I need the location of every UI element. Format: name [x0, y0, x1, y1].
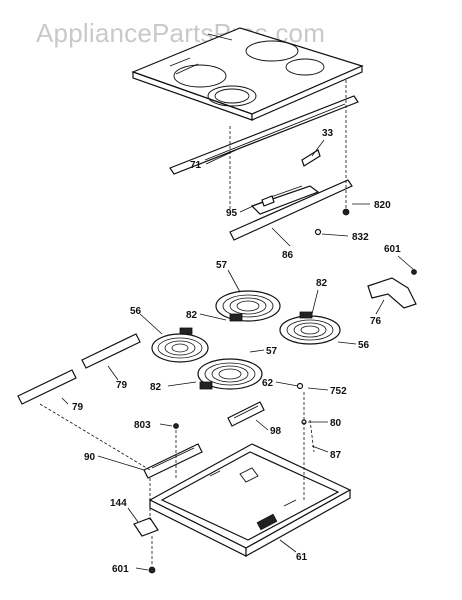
bracket-90	[143, 443, 203, 479]
cooktop-glass	[131, 27, 364, 121]
label-79-upper: 79	[116, 380, 128, 391]
label-87: 87	[330, 450, 342, 461]
label-820: 820	[374, 200, 391, 211]
screw-832	[314, 228, 322, 236]
label-82-low: 82	[150, 382, 162, 393]
label-752: 752	[330, 386, 347, 397]
screw-803	[173, 423, 179, 429]
shield-79-lower	[17, 369, 77, 405]
screw-95	[261, 195, 275, 207]
label-144: 144	[110, 498, 127, 509]
label-62: 62	[262, 378, 274, 389]
bottom-pan-61	[148, 443, 352, 558]
screw-601-bottom	[148, 566, 156, 574]
bracket-98	[227, 401, 265, 427]
label-82-left: 82	[186, 310, 198, 321]
surface-element-57-mid	[197, 358, 263, 390]
fastener-62	[296, 382, 304, 390]
front-trim-71	[169, 95, 359, 175]
label-57-top: 57	[216, 260, 228, 271]
clip-33	[301, 149, 321, 167]
label-56-right: 56	[358, 340, 370, 351]
surface-element-56-right	[279, 311, 341, 345]
label-71: 71	[190, 160, 202, 171]
clip-144	[133, 517, 159, 537]
label-601-top: 601	[384, 244, 401, 255]
bracket-86	[229, 179, 353, 241]
surface-element-57-top	[215, 290, 281, 322]
label-86: 86	[282, 250, 294, 261]
surface-element-56-left	[151, 327, 209, 363]
label-90: 90	[84, 452, 96, 463]
label-803: 803	[134, 420, 151, 431]
label-601-bottom: 601	[112, 564, 129, 575]
label-57-mid: 57	[266, 346, 278, 357]
terminal-block-76	[367, 269, 417, 309]
label-80: 80	[330, 418, 342, 429]
label-33: 33	[322, 128, 334, 139]
label-76: 76	[370, 316, 382, 327]
label-98: 98	[270, 426, 282, 437]
label-82-right: 82	[316, 278, 328, 289]
label-61: 61	[296, 552, 308, 563]
label-56-left: 56	[130, 306, 142, 317]
label-79-lower: 79	[72, 402, 84, 413]
label-95: 95	[226, 208, 238, 219]
label-832: 832	[352, 232, 369, 243]
shield-79-upper	[81, 333, 141, 369]
